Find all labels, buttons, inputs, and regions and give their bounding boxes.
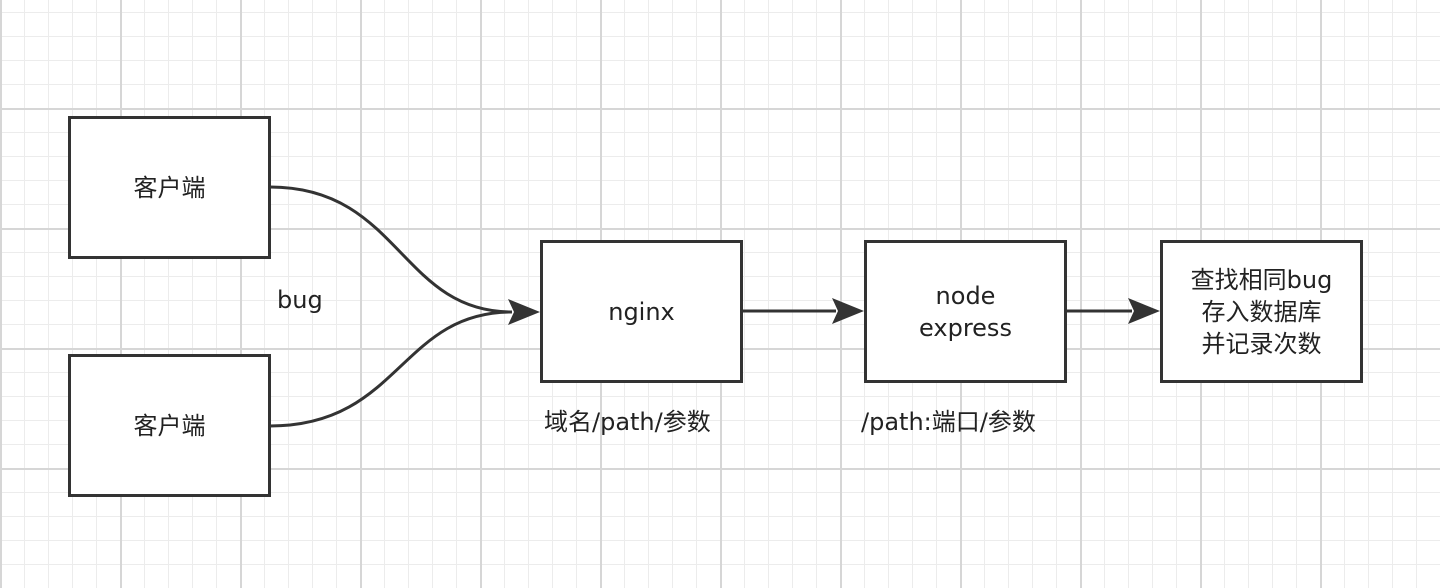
nginx-route-label: 域名/path/参数 (544, 408, 711, 436)
bug-store-node: 查找相同bug 存入数据库 并记录次数 (1160, 240, 1363, 383)
edge-client-top-to-nginx (269, 185, 513, 314)
arrowhead-into-nginx (508, 299, 540, 325)
client-node-bottom: 客户端 (68, 354, 271, 497)
node-express-node: node express (864, 240, 1067, 383)
arrowhead-into-bug-store (1128, 298, 1160, 324)
arrowhead-into-node-express (832, 298, 864, 324)
client-node-top: 客户端 (68, 116, 271, 259)
node-route-label: /path:端口/参数 (861, 408, 1036, 436)
nginx-node: nginx (540, 240, 743, 383)
bug-edge-label: bug (277, 286, 323, 314)
edge-client-bottom-to-nginx (269, 310, 513, 428)
